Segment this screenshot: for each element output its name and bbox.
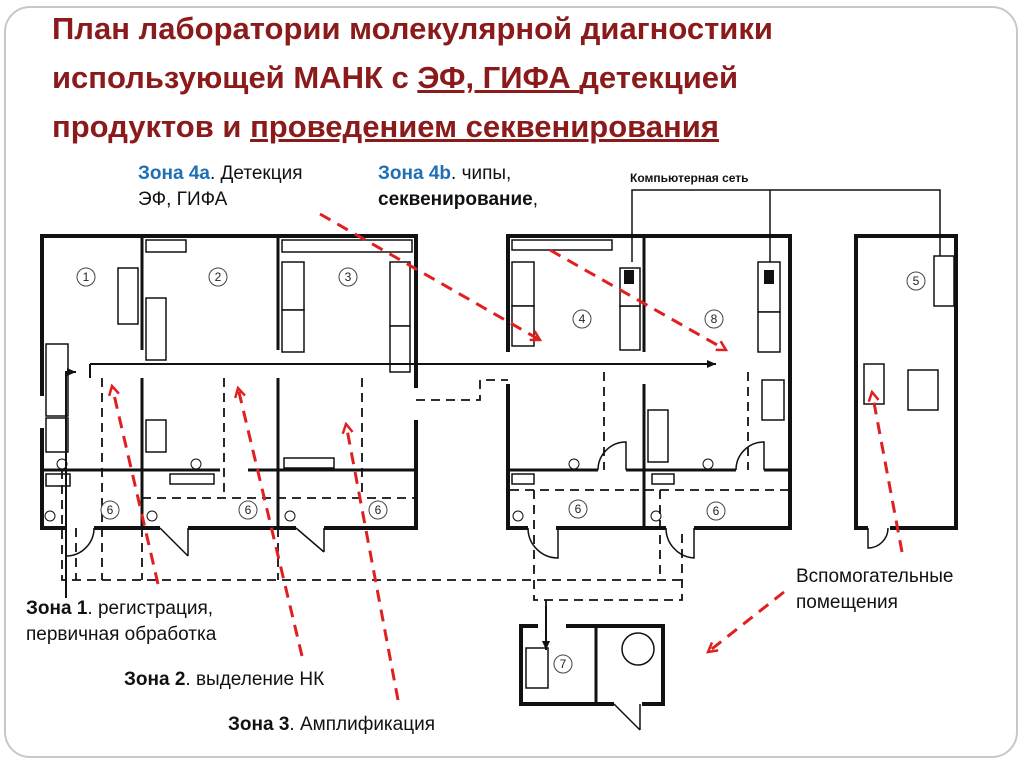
slide-title: План лаборатории молекулярной диагностик… [52, 4, 992, 151]
title-line-3a: продуктов и [52, 109, 251, 144]
zone-4b-text-rest: , [532, 189, 539, 210]
room-label-6d: 6 [575, 502, 582, 516]
arrow-zone-3 [346, 424, 400, 701]
zone-4a-text: . Детекция [209, 163, 303, 184]
room-label-8: 8 [711, 312, 718, 326]
room-label-7: 7 [560, 657, 567, 671]
arrow-zone-4a [319, 212, 540, 342]
title-line-2c: детекцией [579, 60, 739, 95]
walls [40, 234, 958, 706]
room-label-3: 3 [345, 270, 352, 284]
computer-network-lines [631, 189, 941, 262]
room-label-4: 4 [579, 312, 586, 326]
label-zone-2: Зона 2. выделение НК [124, 667, 324, 693]
room-label-6a: 6 [107, 503, 114, 517]
label-auxiliary-rooms: Вспомогательные помещения [796, 564, 953, 616]
zone-4a-title: Зона 4а [138, 163, 210, 184]
building-right-wall [506, 234, 792, 530]
room-label-5: 5 [913, 274, 920, 288]
room-label-1: 1 [83, 270, 90, 284]
title-line-1: План лаборатории молекулярной диагностик… [52, 11, 773, 46]
zone-arrows [112, 212, 904, 701]
arrow-zone-2 [238, 388, 304, 657]
title-line-3b: проведением секвенирования [250, 109, 719, 144]
room-label-6c: 6 [375, 503, 382, 517]
zone-4a-text-2: ЭФ, ГИФА [138, 189, 228, 210]
sample-flow-line [65, 360, 716, 650]
label-computer-network: Компьютерная сеть [630, 171, 749, 185]
label-zone-4a: Зона 4а. Детекция ЭФ, ГИФА [138, 161, 302, 213]
arrow-zone-4b [549, 248, 726, 352]
zone-1-title: Зона 1 [26, 598, 88, 619]
zone-4b-text-bold: секвенирование [378, 189, 533, 210]
zone-2-title: Зона 2 [124, 669, 186, 690]
furniture [45, 239, 955, 689]
equipment [624, 270, 774, 284]
doorway-gaps [39, 350, 890, 707]
label-zone-3: Зона 3. Амплификация [228, 712, 435, 738]
room-label-6b: 6 [245, 503, 252, 517]
building-aux-wall [854, 234, 958, 530]
label-zone-4b: Зона 4b. чипы, секвенирование, [378, 161, 538, 213]
arrow-aux-room7 [708, 590, 785, 652]
building-room7-wall [519, 624, 665, 706]
slide-frame [4, 6, 1018, 758]
zone-3-title: Зона 3 [228, 714, 290, 735]
zone-2-text: . выделение НК [185, 669, 325, 690]
arrow-aux-rooms [872, 392, 904, 553]
zone-3-text: . Амплификация [289, 714, 436, 735]
room-label-2: 2 [215, 270, 222, 284]
label-zone-1: Зона 1. регистрация, первичная обработка [26, 596, 216, 648]
title-line-2a: использующей МАНК с [52, 60, 418, 95]
aux-text-2: помещения [796, 592, 898, 613]
room-markers [76, 267, 926, 674]
zone-4b-title: Зона 4b [378, 163, 452, 184]
room-numbers: 1 2 3 4 8 5 6 6 6 6 6 7 [83, 270, 920, 671]
zone-1-text-2: первичная обработка [26, 624, 217, 645]
building-left-wall [40, 234, 418, 530]
room-label-6e: 6 [713, 504, 720, 518]
title-line-2b: ЭФ, ГИФА [417, 60, 580, 95]
zone-1-text: . регистрация, [87, 598, 214, 619]
arrow-zone-1 [112, 386, 160, 585]
sinks [44, 458, 714, 522]
zone-4b-text: . чипы, [451, 163, 512, 184]
aux-text-1: Вспомогательные [796, 566, 954, 587]
